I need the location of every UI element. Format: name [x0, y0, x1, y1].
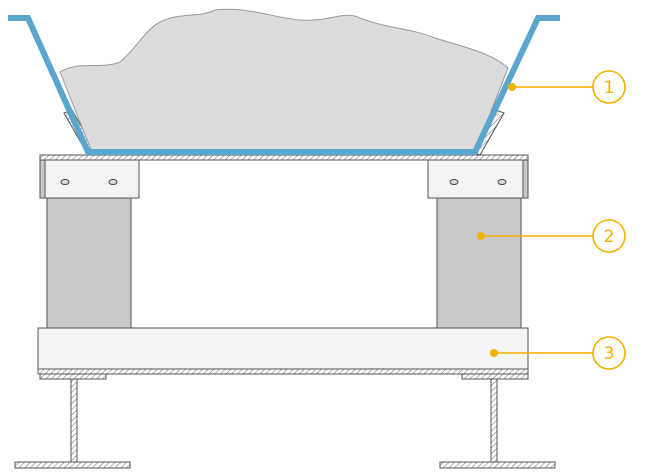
callout-2-leader	[477, 232, 593, 240]
bracket-right	[427, 159, 529, 199]
bracket-left	[39, 159, 140, 199]
callout-1-leader	[508, 83, 593, 91]
callout-3: 3	[592, 336, 626, 370]
callout-2-number: 2	[604, 227, 615, 247]
callout-1-number: 1	[604, 78, 615, 98]
conveyor-trough	[8, 15, 560, 155]
i-beam-right	[439, 373, 556, 469]
callout-1: 1	[592, 70, 626, 104]
callout-2: 2	[592, 219, 626, 253]
vertical-post-left	[46, 195, 132, 329]
callout-3-leader	[490, 349, 593, 357]
vertical-post-right	[436, 195, 522, 329]
callout-3-number: 3	[604, 344, 615, 364]
base-beam	[37, 327, 529, 375]
bulk-material	[59, 8, 509, 153]
i-beam-left	[14, 373, 131, 469]
top-plate	[39, 154, 529, 161]
